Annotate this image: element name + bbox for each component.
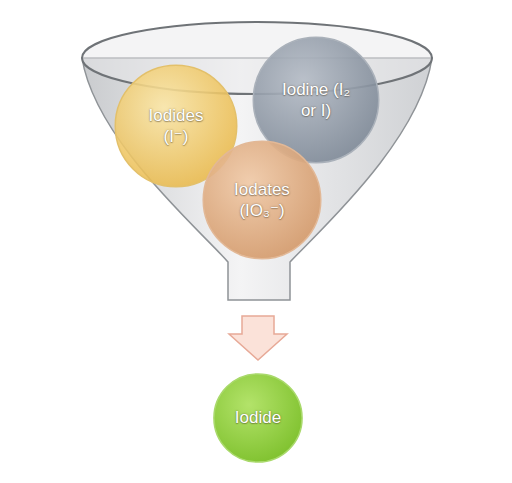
circle-shape bbox=[203, 141, 321, 259]
circle-node: Iodates (IO₃⁻) bbox=[202, 140, 322, 260]
node-label: Iodides (I⁻) bbox=[136, 105, 216, 148]
circle-shape bbox=[214, 374, 302, 462]
block-arrow bbox=[229, 316, 287, 360]
node-label: Iodide bbox=[235, 407, 281, 428]
circle-node: Iodide bbox=[213, 373, 303, 463]
circle-outline bbox=[202, 140, 322, 260]
node-label: Iodates (IO₃⁻) bbox=[220, 179, 304, 222]
node-label: Iodine (I₂ or I) bbox=[274, 79, 358, 122]
